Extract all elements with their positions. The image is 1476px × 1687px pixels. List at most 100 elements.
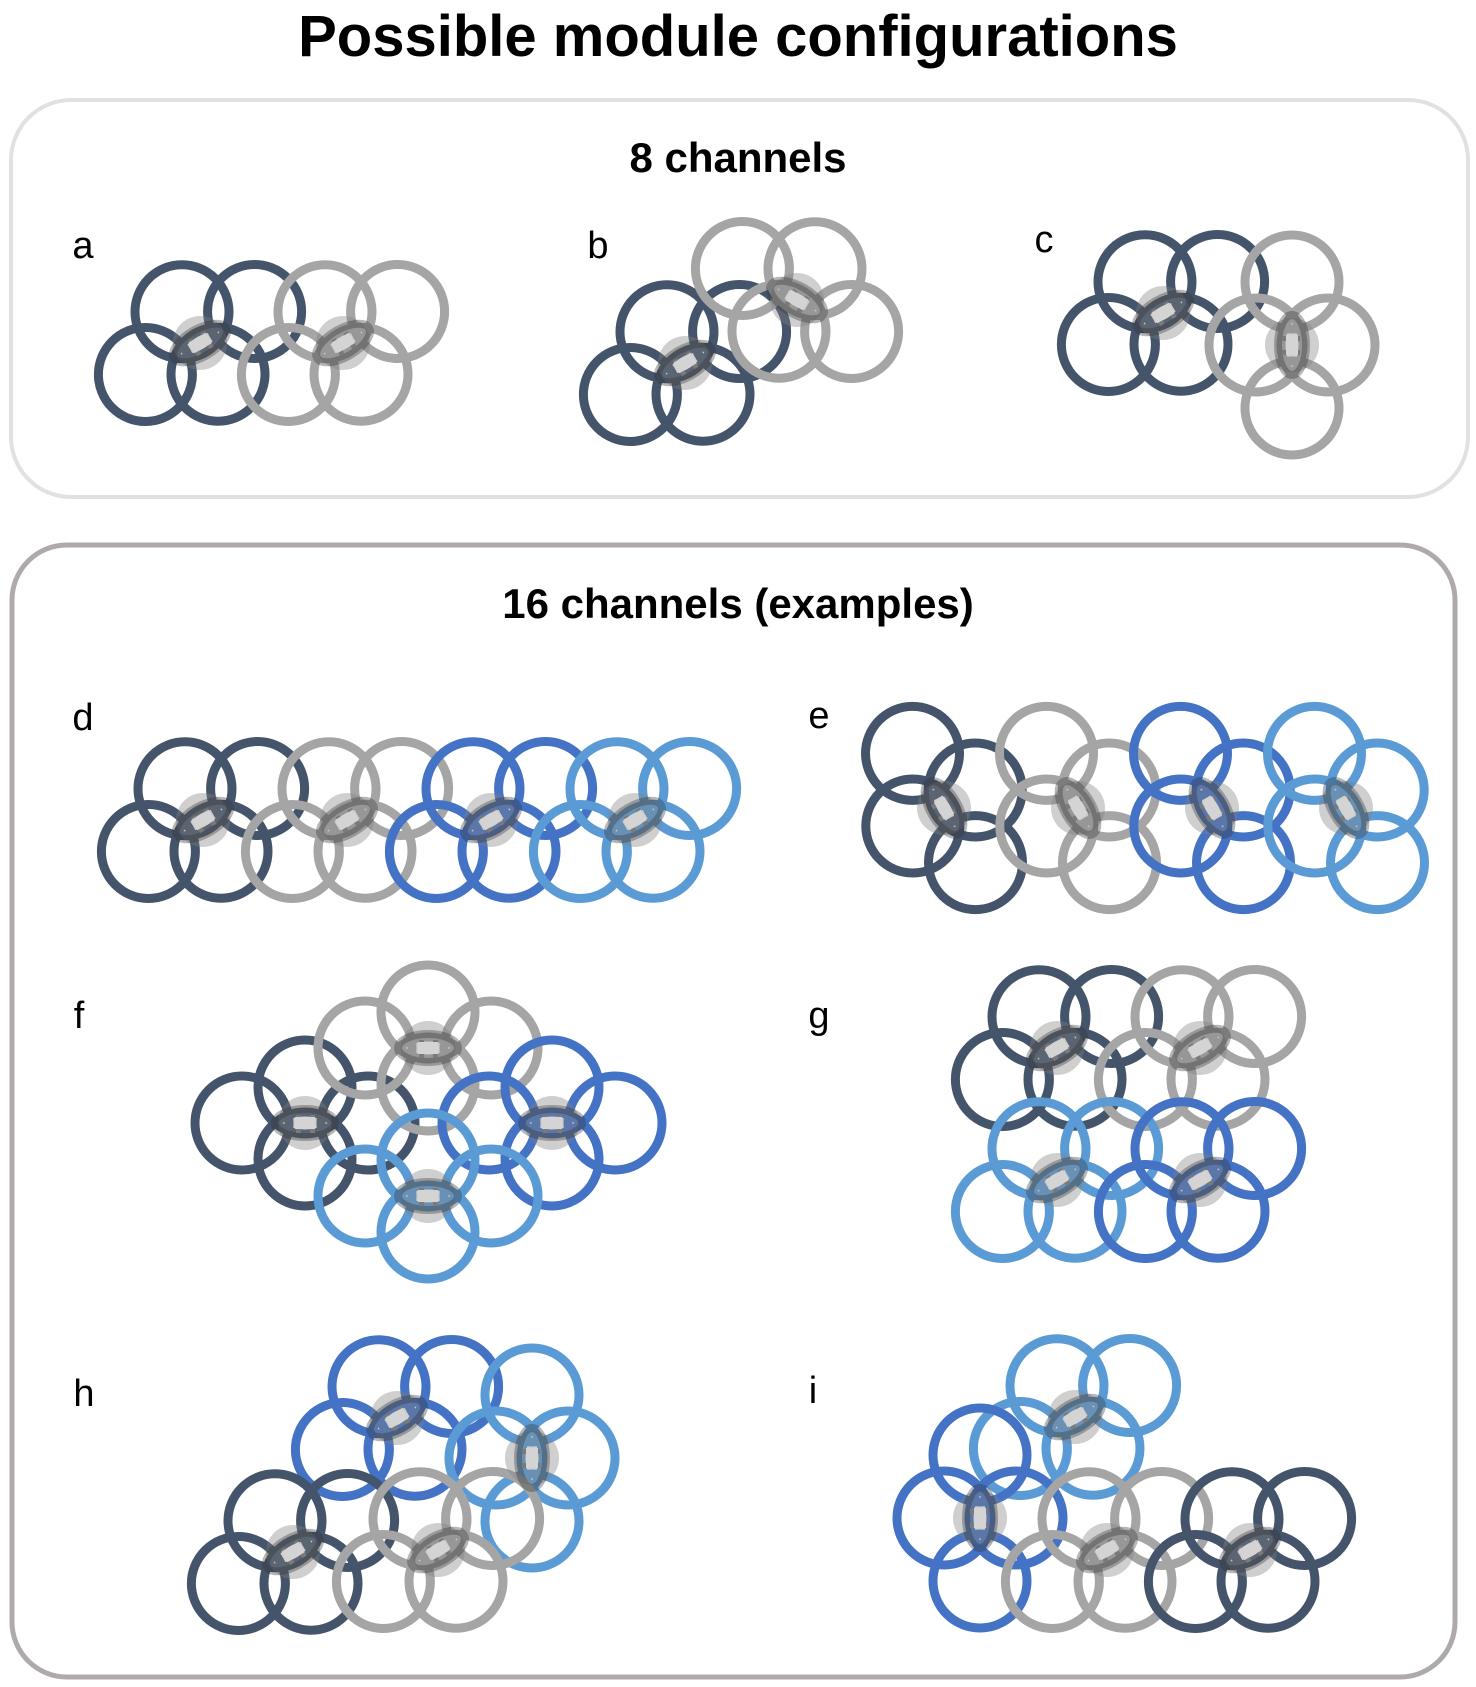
- panel-title-16-channels: 16 channels (examples): [502, 580, 974, 627]
- module-connector: [460, 793, 522, 847]
- connector-body: [418, 1042, 438, 1054]
- connector-pin: [419, 1053, 424, 1058]
- electrode-ring: [1056, 293, 1160, 396]
- electrode-ring: [964, 1466, 1068, 1570]
- configuration-label: g: [808, 995, 829, 1037]
- electrode-ring: [1130, 965, 1234, 1069]
- module-lightblue: [950, 1097, 1164, 1263]
- module-blue: [437, 1035, 667, 1211]
- configuration-b: b: [578, 217, 904, 446]
- connector-pin: [970, 1523, 975, 1528]
- electrode-ring: [638, 737, 742, 840]
- connector-body: [479, 809, 503, 831]
- configuration-a: a: [72, 225, 450, 426]
- electrode-rings: [1056, 230, 1380, 460]
- connector-body: [295, 1117, 315, 1129]
- connector-ring: [1054, 777, 1102, 839]
- configuration-d: d: [72, 697, 742, 903]
- connector-ring: [460, 796, 522, 844]
- electrode-ring: [376, 1180, 480, 1284]
- module-dark: [950, 965, 1164, 1131]
- electrode-ring: [578, 343, 682, 446]
- connector-ring: [1076, 1526, 1138, 1574]
- electrode-ring: [1276, 293, 1380, 397]
- configuration-label: e: [808, 695, 829, 737]
- connector-body: [426, 1539, 450, 1561]
- connector-body: [1335, 796, 1357, 820]
- electrode-ring: [516, 1406, 620, 1510]
- module-connector: [518, 1096, 586, 1150]
- electrode-ring: [500, 1107, 604, 1211]
- electrode-ring: [130, 260, 234, 364]
- module-connector: [172, 793, 234, 847]
- electrode-ring: [133, 737, 237, 841]
- connectors: [262, 1391, 559, 1579]
- electrode-ring: [223, 1469, 327, 1573]
- electrode-ring: [290, 1398, 394, 1501]
- electrode-ring: [96, 800, 200, 903]
- electrode-ring: [313, 799, 417, 903]
- electrode-ring: [457, 799, 561, 903]
- electrode-ring: [316, 1071, 420, 1175]
- electrode-ring: [1005, 1334, 1109, 1438]
- electrode-ring: [1180, 1467, 1284, 1571]
- connector-ring: [604, 796, 666, 844]
- panel-8-channels: [9, 98, 1470, 499]
- connector-ring: [394, 1178, 462, 1214]
- electrode-ring: [363, 1397, 467, 1501]
- module-lightblue: [313, 1108, 543, 1284]
- electrode-ring: [615, 280, 719, 384]
- connector-ring: [766, 276, 828, 324]
- electrode-ring: [563, 1071, 667, 1175]
- module-connector: [953, 1484, 1007, 1552]
- connector-pin: [557, 1128, 562, 1133]
- module-connector: [766, 273, 828, 327]
- module-connector: [654, 336, 716, 390]
- module-lightblue: [968, 1334, 1182, 1500]
- module-connector: [1169, 1021, 1231, 1075]
- electrode-rings: [190, 960, 667, 1284]
- electrode-ring: [528, 800, 632, 903]
- electrode-ring: [190, 1071, 294, 1175]
- electrode-ring: [950, 1160, 1054, 1263]
- electrode-ring: [928, 1529, 1032, 1633]
- electrode-ring: [1093, 1160, 1197, 1263]
- electrode-ring: [441, 1467, 545, 1570]
- connector-pin: [522, 1449, 527, 1454]
- electrode-ring: [404, 1529, 508, 1633]
- module-gray: [1000, 1467, 1214, 1633]
- electrode-ring: [1143, 1530, 1247, 1633]
- electrode-ring: [313, 996, 417, 1100]
- connector-ring: [1219, 1526, 1281, 1574]
- connector-pin: [522, 1463, 527, 1468]
- module-blue: [290, 1335, 504, 1501]
- connector-ring: [1169, 1156, 1231, 1204]
- connectors: [172, 793, 666, 847]
- electrode-ring: [1253, 1467, 1357, 1570]
- connector-ring: [1026, 1156, 1088, 1204]
- electrode-ring: [651, 342, 755, 446]
- electrode-ring: [421, 737, 525, 841]
- module-connector: [604, 793, 666, 847]
- electrode-rings: [950, 965, 1307, 1263]
- connector-body: [191, 809, 215, 831]
- electrode-ring: [565, 737, 669, 841]
- connector-ring: [169, 319, 231, 367]
- module-connector: [394, 1021, 462, 1075]
- connector-ring: [518, 1105, 586, 1141]
- electrode-ring: [1060, 1097, 1164, 1200]
- electrode-ring: [1110, 1467, 1214, 1570]
- module-blue: [892, 1403, 1068, 1633]
- connector-body: [1201, 796, 1223, 820]
- configuration-h: h: [73, 1335, 620, 1635]
- electrode-rings: [93, 260, 450, 426]
- electrode-ring: [439, 1144, 543, 1248]
- electrode-ring: [763, 217, 867, 321]
- connector-ring: [172, 796, 234, 844]
- connector-body: [1188, 1169, 1212, 1191]
- connectors: [169, 316, 374, 370]
- module-connector: [1051, 777, 1105, 839]
- electrode-ring: [186, 1532, 290, 1635]
- electrode-ring: [688, 280, 792, 383]
- module-dark: [93, 260, 307, 426]
